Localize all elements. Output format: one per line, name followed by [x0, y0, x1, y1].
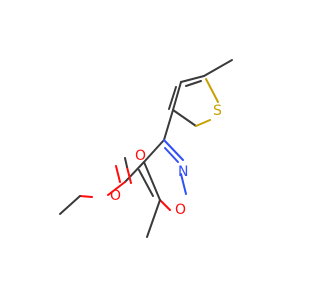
bond-c2-c3 — [180, 75, 205, 83]
bond-c5-s — [195, 119, 211, 127]
bond-c5-c4-double — [138, 169, 154, 197]
bond-carbonyl-double-a — [126, 166, 132, 184]
bond-carbonyl-o — [107, 181, 126, 196]
bond-c3-c4-double — [168, 86, 177, 110]
atom-label-o-carbonyl: O — [135, 148, 146, 164]
bond-c4-c5 — [172, 109, 197, 127]
bond-methyl-thiophene — [203, 59, 233, 77]
bond-c5-c4 — [143, 161, 161, 201]
bond-o-ethyl — [79, 195, 93, 198]
isoxazole-ring — [138, 139, 187, 238]
bond-o-c5 — [159, 199, 171, 211]
bond-s-c2 — [205, 78, 219, 103]
thiophene-ring — [168, 59, 233, 127]
bond-c3-c4-iso — [143, 139, 165, 163]
bond-ethyl — [59, 195, 81, 215]
bond-c4-carbonyl — [124, 161, 145, 183]
bond-n-o — [180, 173, 187, 195]
ester-group — [59, 157, 145, 215]
bond-thiophene-isoxazole — [163, 109, 174, 141]
atom-label-s: S — [213, 103, 222, 119]
atom-label-n: N — [178, 164, 188, 180]
bond-c3-c4 — [172, 81, 182, 111]
molecule-structure: S N O O O — [59, 59, 233, 238]
bond-c3-n — [163, 139, 184, 161]
bond-c2-c3-double — [185, 80, 202, 87]
bond-methyl-isoxazole — [146, 199, 161, 238]
bond-carbonyl-double-b — [115, 165, 121, 183]
atom-label-o-ring: O — [175, 202, 186, 218]
atom-label-o-ester: O — [110, 188, 121, 204]
bond-c3-n-double — [164, 147, 179, 163]
bond-carbonyl-double-lower — [124, 157, 128, 168]
